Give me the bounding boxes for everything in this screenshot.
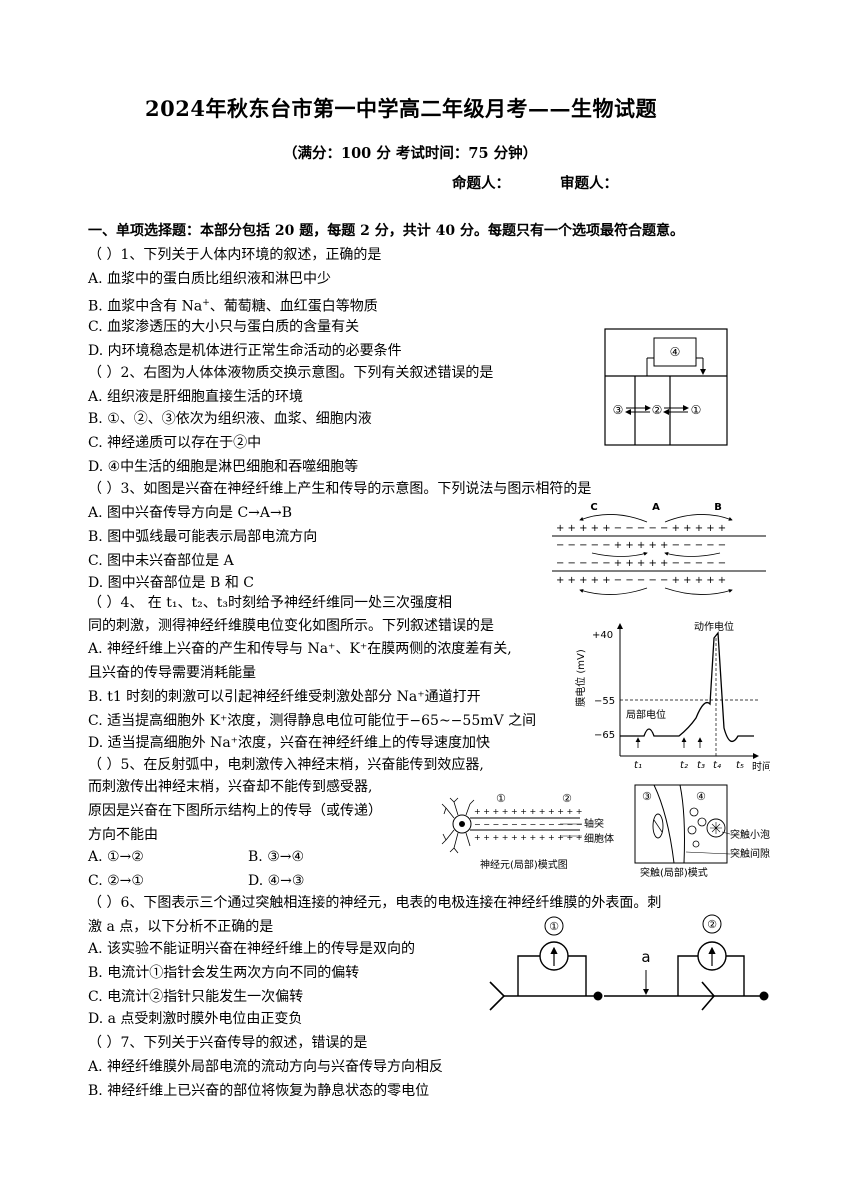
xtick-t3: t₃ xyxy=(697,760,705,771)
proposer-label: 命题人： xyxy=(452,175,510,192)
membrane-potential-chart: 膜电位 (mV) +40 −55 −65 t₁ t₂ t₃ t₄ t₅ 时间 动… xyxy=(574,620,770,772)
neuron-caption: 神经元(局部)模式图 xyxy=(480,858,568,871)
neuron-label-1: ① xyxy=(496,792,506,805)
point-a-label: a xyxy=(641,948,650,966)
q5-option-c: C. ②→① xyxy=(88,873,144,889)
q6-stem: （ ）6、下图表示三个通过突触相连接的神经元，电表的电极连接在神经纤维膜的外表面… xyxy=(88,895,662,911)
q1-stem: （ ）1、下列关于人体内环境的叙述，正确的是 xyxy=(88,247,382,263)
q5-option-b: B. ③→④ xyxy=(248,849,305,865)
meter-1-label: ① xyxy=(549,920,559,933)
potential-curve xyxy=(620,631,754,743)
q4-stem: （ ）4、 在 t₁、t₂、t₃时刻给予神经纤维同一处三次强度相 xyxy=(88,595,452,611)
nerve-fiber-diagram: C A B + + + + + − − − − − + + + + + − − … xyxy=(552,502,766,595)
reviewer-label: 审题人： xyxy=(560,175,618,192)
fiber-row-4: + + + + + − − − − − + + + + + xyxy=(556,575,726,586)
ytick-55: −55 xyxy=(594,696,615,707)
synapse-label-4: ④ xyxy=(696,790,706,803)
q5-stem-2: 而刺激传出神经末梢，兴奋却不能传到感受器, xyxy=(88,779,373,795)
fluid-label-2: ② xyxy=(652,403,663,417)
synapse-caption: 突触(局部)模式 xyxy=(640,866,708,879)
q3-option-c: C. 图中未兴奋部位是 A xyxy=(88,553,234,569)
q5-stem-4: 方向不能由 xyxy=(88,827,158,843)
q3-option-d: D. 图中兴奋部位是 B 和 C xyxy=(88,575,254,591)
cleft-label: 突触间隙 xyxy=(730,847,770,860)
peak-annotation: 动作电位 xyxy=(694,620,734,633)
q1-option-d: D. 内环境稳态是机体进行正常生命活动的必要条件 xyxy=(88,343,402,359)
fiber-row-3: − − − − − + + + + + − − − − − xyxy=(556,558,726,569)
q2-option-b: B. ①、②、③依次为组织液、血浆、细胞内液 xyxy=(88,411,372,427)
soma-label: 细胞体 xyxy=(584,832,614,845)
q5-stem: （ ）5、在反射弧中，电刺激传入神经末梢，兴奋能传到效应器, xyxy=(88,757,484,773)
vesicle-label: 突触小泡 xyxy=(730,828,770,841)
q5-option-a: A. ①→② xyxy=(88,849,144,865)
q4-option-a: A. 神经纤维上兴奋的产生和传导与 Na⁺、K⁺在膜两侧的浓度差有关, xyxy=(88,641,512,657)
q1-option-c: C. 血浆渗透压的大小只与蛋白质的含量有关 xyxy=(88,319,360,335)
q4-option-b: B. t1 时刻的刺激可以引起神经纤维受刺激处部分 Na⁺通道打开 xyxy=(88,689,481,705)
q4-option-a-2: 且兴奋的传导需要消耗能量 xyxy=(88,665,256,681)
q1-option-a: A. 血浆中的蛋白质比组织液和淋巴中少 xyxy=(88,271,332,287)
q7-option-b: B. 神经纤维上已兴奋的部位将恢复为静息状态的零电位 xyxy=(88,1083,430,1099)
q4-stem-2: 同的刺激，测得神经纤维膜电位变化如图所示。下列叙述错误的是 xyxy=(88,618,494,634)
svg-text:+ + + + + + + + + + + +: + + + + + + + + + + + + xyxy=(474,833,582,842)
q2-option-a: A. 组织液是肝细胞直接生活的环境 xyxy=(88,389,304,405)
synapse-model-diagram: ③ ④ 突触小泡 突触间隙 突触(局部)模式 xyxy=(634,784,770,879)
q6-option-d: D. a 点受刺激时膜外电位由正变负 xyxy=(88,1011,303,1027)
q4-option-c: C. 适当提高细胞外 K⁺浓度，测得静息电位可能位于−65~−55mV 之间 xyxy=(88,713,537,729)
section-heading: 一、单项选择题：本部分包括 20 题，每题 2 分，共计 40 分。每题只有一个… xyxy=(88,223,684,239)
fluid-exchange-diagram: ④ ③ ② ① xyxy=(604,328,728,446)
xtick-t5: t₅ xyxy=(736,760,744,771)
svg-text:+ + + + + + + + + + + +: + + + + + + + + + + + + xyxy=(474,807,582,816)
q2-option-d: D. ④中生活的细胞是淋巴细胞和吞噬细胞等 xyxy=(88,459,359,475)
synapse-label-3: ③ xyxy=(642,790,652,803)
xtick-t4: t₄ xyxy=(713,760,721,771)
xtick-t1: t₁ xyxy=(634,760,642,771)
exam-info: （满分：100 分 考试时间：75 分钟） xyxy=(283,145,538,162)
ytick-65: −65 xyxy=(594,730,615,741)
fiber-label-b: B xyxy=(714,502,722,513)
q6-option-c: C. 电流计②指针只能发生一次偏转 xyxy=(88,989,304,1005)
fiber-label-c: C xyxy=(590,502,597,513)
q3-option-a: A. 图中兴奋传导方向是 C→A→B xyxy=(88,505,293,521)
q4-option-d: D. 适当提高细胞外 Na⁺浓度，兴奋在神经纤维上的传导速度加快 xyxy=(88,735,491,751)
fiber-row-1: + + + + + − − − − − + + + + + xyxy=(556,523,726,534)
svg-text:− − − − − − − − − − − −: − − − − − − − − − − − − xyxy=(474,820,582,829)
q2-option-c: C. 神经递质可以存在于②中 xyxy=(88,435,262,451)
q5-option-d: D. ④→③ xyxy=(248,873,305,889)
xtick-t2: t₂ xyxy=(680,760,688,771)
chart-ylabel: 膜电位 (mV) xyxy=(574,649,587,707)
fiber-row-2: − − − − − + + + + + − − − − − xyxy=(556,540,726,551)
fluid-label-3: ③ xyxy=(613,403,624,417)
q6-stem-2: 激 a 点，以下分析不正确的是 xyxy=(88,919,274,935)
q1-option-b: B. 血浆中含有 Na+、葡萄糖、血红蛋白等物质 xyxy=(88,298,378,315)
q3-option-b: B. 图中弧线最可能表示局部电流方向 xyxy=(88,529,318,545)
q7-option-a: A. 神经纤维膜外局部电流的流动方向与兴奋传导方向相反 xyxy=(88,1059,444,1075)
ytick-40: +40 xyxy=(592,630,613,641)
fluid-label-4: ④ xyxy=(670,345,681,359)
meter-circuit-diagram: ① ② a xyxy=(489,914,769,1011)
chart-xlabel: 时间 xyxy=(752,760,770,772)
q3-stem: （ ）3、如图是兴奋在神经纤维上产生和传导的示意图。下列说法与图示相符的是 xyxy=(88,481,592,497)
fluid-label-1: ① xyxy=(691,403,702,417)
q7-stem: （ ）7、下列关于兴奋传导的叙述，错误的是 xyxy=(88,1035,368,1051)
meter-2-label: ② xyxy=(707,918,717,931)
q6-option-a: A. 该实验不能证明兴奋在神经纤维上的传导是双向的 xyxy=(88,941,416,957)
neuron-label-2: ② xyxy=(562,792,572,805)
axon-label: 轴突 xyxy=(584,817,604,830)
q2-stem: （ ）2、右图为人体体液物质交换示意图。下列有关叙述错误的是 xyxy=(88,365,494,381)
q5-stem-3: 原因是兴奋在下图所示结构上的传导（或传递） xyxy=(88,803,382,819)
q6-option-b: B. 电流计①指针会发生两次方向不同的偏转 xyxy=(88,965,360,981)
page-title: 2024年秋东台市第一中学高二年级月考——生物试题 xyxy=(145,96,657,121)
fiber-label-a: A xyxy=(652,502,660,513)
neuron-model-diagram: + + + + + + + + + + + + − − − − − − − − … xyxy=(441,792,614,871)
local-annotation: 局部电位 xyxy=(626,708,666,721)
